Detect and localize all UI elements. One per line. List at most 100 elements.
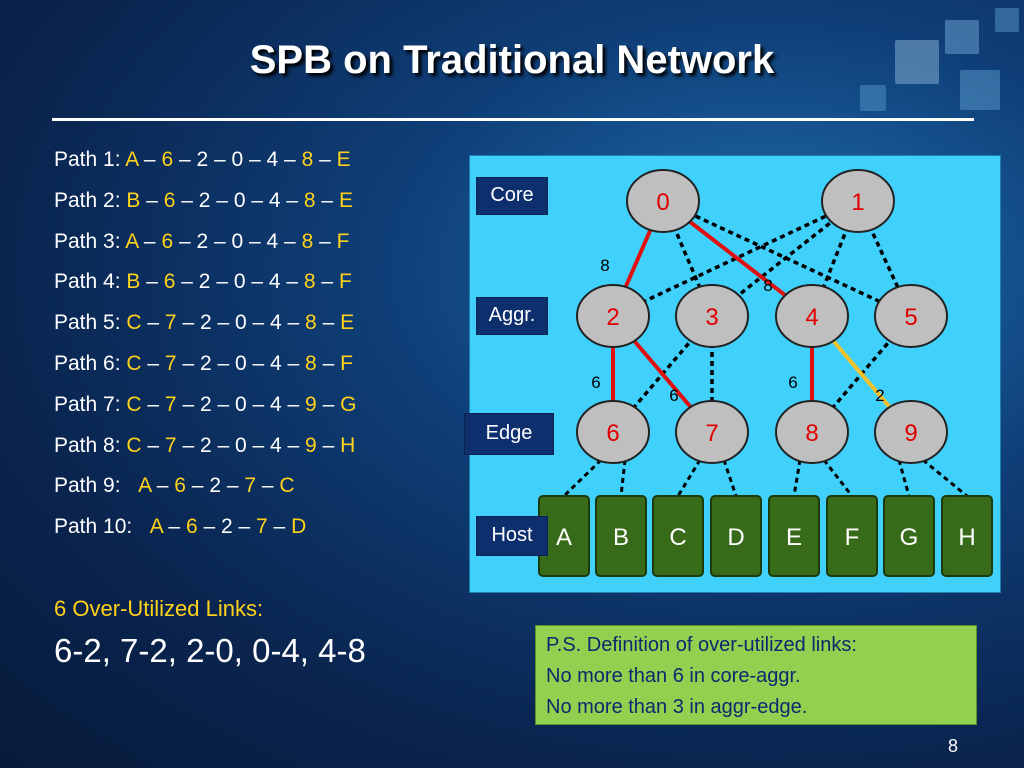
path-7: Path 7: C – 7 – 2 – 0 – 4 – 9 – G [54, 389, 356, 430]
path-9: Path 9: A – 6 – 2 – 7 – C [54, 470, 356, 511]
path-token: A [138, 474, 151, 498]
decor-square [995, 8, 1019, 32]
path-token: 7 [164, 392, 177, 416]
path-token: – [141, 351, 165, 375]
path-label: Path 2: [54, 188, 127, 212]
path-token: B [126, 188, 141, 212]
path-token: E [338, 188, 353, 212]
path-label: Path 1: [54, 148, 126, 171]
host-G [883, 495, 935, 577]
path-token: – [315, 188, 339, 212]
switch-node-5 [874, 284, 948, 348]
decor-square [860, 85, 886, 111]
host-label-C: C [669, 524, 686, 551]
path-6: Path 6: C – 7 – 2 – 0 – 4 – 8 – F [54, 348, 356, 389]
path-3: Path 3: A – 6 – 2 – 0 – 4 – 8 – F [54, 226, 356, 267]
path-token: 6 [174, 474, 186, 498]
over-utilized-title: 6 Over-Utilized Links: [54, 596, 264, 621]
switch-node-3 [675, 284, 749, 348]
path-8: Path 8: C – 7 – 2 – 0 – 4 – 9 – H [54, 430, 356, 471]
host-H [941, 495, 993, 577]
switch-node-label-5: 5 [904, 304, 917, 331]
path-token: – 2 – 0 – 4 – [173, 148, 302, 171]
host-layer-label: Host [476, 516, 548, 556]
switch-node-label-0: 0 [656, 189, 669, 216]
path-token: 9 [305, 392, 317, 416]
path-token: – [138, 229, 162, 253]
path-10: Path 10: A – 6 – 2 – 7 – D [54, 511, 356, 552]
path-token: 7 [256, 515, 268, 539]
path-token: H [340, 433, 356, 457]
path-label: Path 7: [54, 392, 127, 416]
host-label-F: F [845, 524, 860, 551]
switch-node-label-6: 6 [606, 420, 619, 447]
switch-node-label-2: 2 [606, 304, 619, 331]
path-token: F [336, 229, 350, 253]
path-token: – 2 – 0 – 4 – [176, 311, 306, 335]
switch-node-label-1: 1 [851, 189, 864, 216]
path-token: – [316, 392, 341, 416]
switch-node-1 [821, 169, 895, 233]
path-token: – [140, 270, 164, 294]
path-token: 8 [301, 229, 314, 253]
path-token: – 2 – [197, 515, 257, 539]
link-label-5-9: 2 [875, 386, 884, 405]
path-token: 6 [161, 229, 174, 253]
link-edge-host [822, 459, 854, 497]
host-label-E: E [786, 524, 802, 551]
link-edge-host [922, 458, 968, 498]
title-divider [52, 118, 974, 121]
path-token: 8 [301, 148, 314, 171]
path-token: A [149, 515, 163, 539]
path-token: A [125, 148, 139, 171]
edge-layer-label: Edge [464, 413, 554, 455]
path-token: F [340, 351, 353, 375]
path-token: – [267, 515, 292, 539]
path-token: 7 [164, 433, 177, 457]
switch-node-8 [775, 400, 849, 464]
over-utilized-links: 6-2, 7-2, 2-0, 0-4, 4-8 [54, 632, 366, 669]
link-label-4-8: 6 [788, 373, 797, 392]
path-token: – [140, 188, 164, 212]
path-token: – 2 – 0 – 4 – [176, 351, 306, 375]
host-label-H: H [958, 524, 975, 551]
link-edge-host [792, 459, 802, 497]
path-token: 8 [305, 351, 317, 375]
path-token: 6 [185, 515, 198, 539]
path-token: – [141, 433, 165, 457]
path-label: Path 10: [54, 515, 150, 539]
path-token: – [138, 148, 162, 171]
path-2: Path 2: B – 6 – 2 – 0 – 4 – 8 – E [54, 185, 356, 226]
path-token: C [126, 311, 142, 335]
path-token: – 2 – 0 – 4 – [175, 270, 304, 294]
path-token: B [126, 270, 141, 294]
host-label-D: D [727, 524, 744, 551]
path-token: – [150, 474, 175, 498]
path-label: Path 3: [54, 229, 126, 253]
path-5: Path 5: C – 7 – 2 – 0 – 4 – 8 – E [54, 307, 356, 348]
path-token: – [313, 148, 337, 171]
path-token: C [126, 392, 142, 416]
path-token: C [279, 474, 295, 498]
path-token: – [162, 515, 186, 539]
path-token: – 2 – 0 – 4 – [176, 433, 306, 457]
path-token: 6 [163, 270, 176, 294]
path-token: 7 [164, 311, 177, 335]
note-line: No more than 3 in aggr-edge. [546, 696, 808, 718]
link-label-2-7: 6 [669, 386, 678, 405]
link-label-2-6: 6 [591, 373, 600, 392]
switch-node-6 [576, 400, 650, 464]
path-label: Path 8: [54, 433, 127, 457]
path-token: G [340, 392, 357, 416]
path-token: E [340, 311, 355, 335]
path-1: Path 1: A – 6 – 2 – 0 – 4 – 8 – E [54, 144, 356, 185]
path-token: 9 [305, 433, 317, 457]
path-token: – 2 – 0 – 4 – [176, 392, 306, 416]
link-edge-host [722, 459, 738, 497]
switch-node-9 [874, 400, 948, 464]
path-token: E [336, 148, 351, 171]
switch-node-label-7: 7 [705, 420, 718, 447]
path-token: 8 [303, 270, 316, 294]
host-B [595, 495, 647, 577]
